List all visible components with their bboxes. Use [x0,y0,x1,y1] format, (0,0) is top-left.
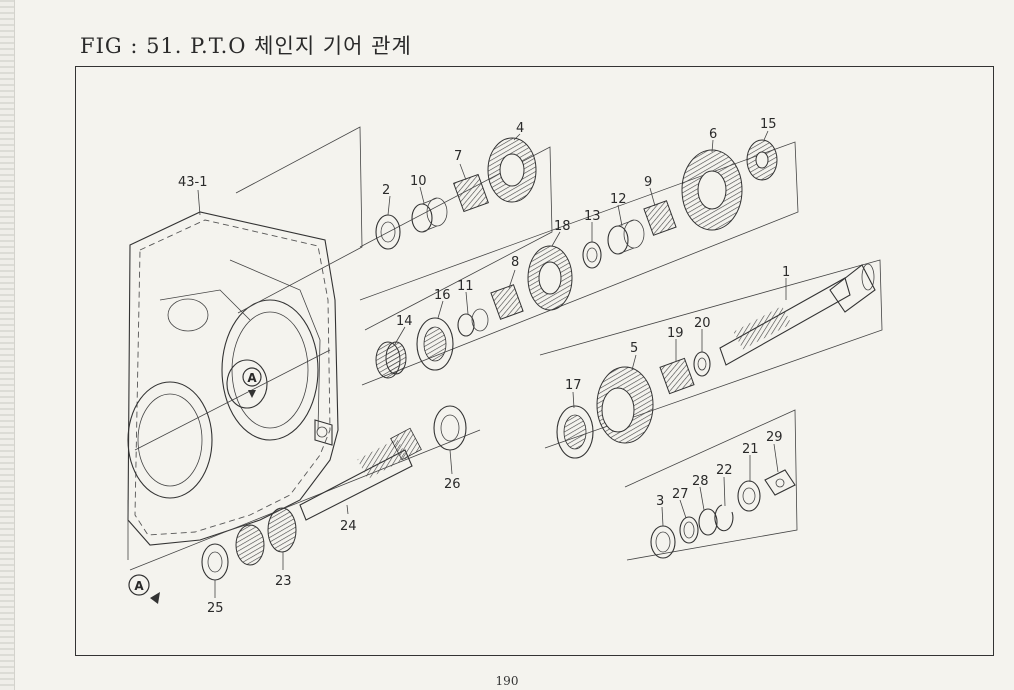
upper-shaft-parts [375,137,537,250]
part-label-18: 18 [554,219,571,234]
part-label-2: 2 [382,183,390,198]
leader-lines [197,130,787,598]
bearing-3 [650,525,676,559]
shaft-24 [299,427,422,521]
mark-a-bottom-label: A [134,579,144,593]
assembly-guide-lines [129,126,883,571]
gear-5 [596,366,654,444]
part-label-12: 12 [610,192,627,207]
part-label-24: 24 [340,519,357,534]
part-label-27: 27 [672,487,689,502]
collar-10 [411,197,448,233]
part-label-16: 16 [434,288,451,303]
page-number: 190 [495,674,519,688]
mark-a-housing-label: A [247,371,257,385]
part-label-7: 7 [454,149,462,164]
shaft-1 [719,263,876,366]
part-label-11: 11 [457,279,474,294]
plate-29 [764,469,796,496]
gear-15 [746,139,778,181]
part-label-21: 21 [742,442,759,457]
reference-mark-a-bottom: A [128,574,160,604]
coupler-16 [416,317,454,371]
needle-bearing-9 [643,200,677,236]
coupler-17 [556,405,594,459]
washer-20 [693,351,711,377]
figure-title: FIG : 51. P.T.O 체인지 기어 관계 [80,34,412,58]
diagram-frame [75,66,994,656]
collar-12 [607,219,645,255]
part-label-6: 6 [709,127,717,142]
snap-ring-28 [698,508,718,536]
part-label-26: 26 [444,477,461,492]
part-label-5: 5 [630,341,638,356]
lower-shaft-parts [201,405,467,581]
collar-11 [457,308,489,337]
part-label-28: 28 [692,474,709,489]
part-label-13: 13 [584,209,601,224]
part-label-20: 20 [694,316,711,331]
part-label-10: 10 [410,174,427,189]
transmission-housing [127,211,339,560]
ring-27 [679,516,699,544]
needle-bearing-8 [490,284,524,320]
gear-23 [235,507,297,566]
washer-13 [582,241,602,269]
part-label-23: 23 [275,574,292,589]
part-label-1: 1 [782,265,790,280]
main-shaft-parts [556,263,876,459]
bearing-21 [737,480,761,512]
part-label-8: 8 [511,255,519,270]
part-label-14: 14 [396,314,413,329]
needle-bearing-19 [659,357,695,395]
reference-mark-a-housing: A [242,367,262,398]
part-label-3: 3 [656,494,664,509]
needle-bearing-7 [453,173,489,213]
lower-right-parts [650,469,796,559]
gear-18 [527,245,573,311]
part-label-25: 25 [207,601,224,616]
part-label-9: 9 [644,175,652,190]
page-binding-edge [0,0,15,690]
part-label-43-1: 43-1 [178,175,208,190]
part-label-19: 19 [667,326,684,341]
part-label-17: 17 [565,378,582,393]
part-label-29: 29 [766,430,783,445]
gear-14 [375,341,407,379]
part-labels: 43-1 1 2 3 4 5 6 7 8 9 10 11 12 13 14 15… [178,117,790,616]
snap-ring-22 [714,504,734,532]
gear-6 [681,149,743,231]
part-label-15: 15 [760,117,777,132]
bearing-25 [201,543,229,581]
part-label-4: 4 [516,121,524,136]
part-label-22: 22 [716,463,733,478]
middle-shaft-parts [375,139,778,379]
gear-4 [487,137,537,203]
bearing-26 [433,405,467,451]
